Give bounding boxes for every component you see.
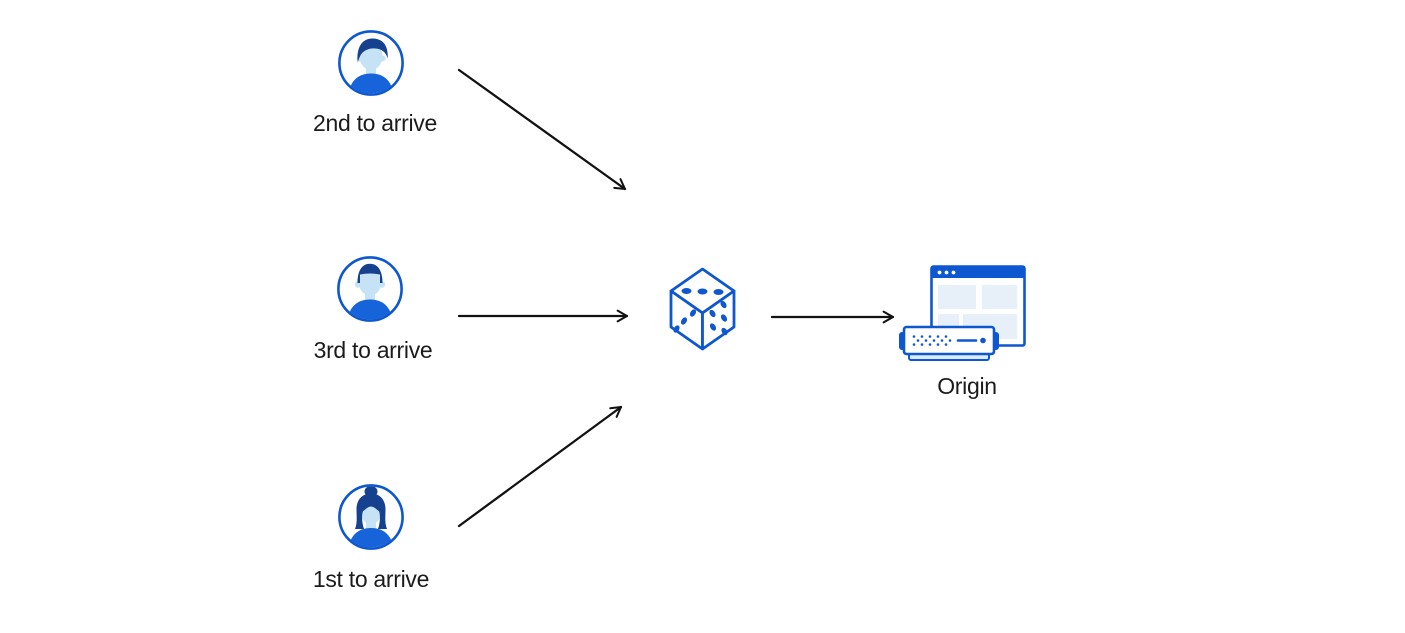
- server-icon: [899, 325, 999, 361]
- client-second-label: 2nd to arrive: [313, 110, 437, 136]
- node-origin: Origin: [895, 265, 1030, 400]
- origin-label: Origin: [937, 373, 997, 399]
- avatar-male-flat-hair-icon: [337, 256, 403, 322]
- avatar-male-swept-hair-icon: [338, 30, 404, 96]
- client-first-label: 1st to arrive: [312, 566, 430, 592]
- node-balancer: [667, 266, 738, 352]
- origin-server-icon: [899, 265, 1026, 361]
- arrow-client-second-to-dice: [457, 68, 627, 191]
- avatar-female-bun-icon: [338, 484, 404, 550]
- node-client-first: 1st to arrive: [313, 483, 429, 591]
- dice-icon: [669, 267, 736, 351]
- client-third-label: 3rd to arrive: [313, 337, 433, 363]
- node-client-third: 3rd to arrive: [314, 255, 433, 362]
- arrow-client-first-to-dice: [457, 405, 623, 528]
- node-client-second: 2nd to arrive: [313, 29, 437, 135]
